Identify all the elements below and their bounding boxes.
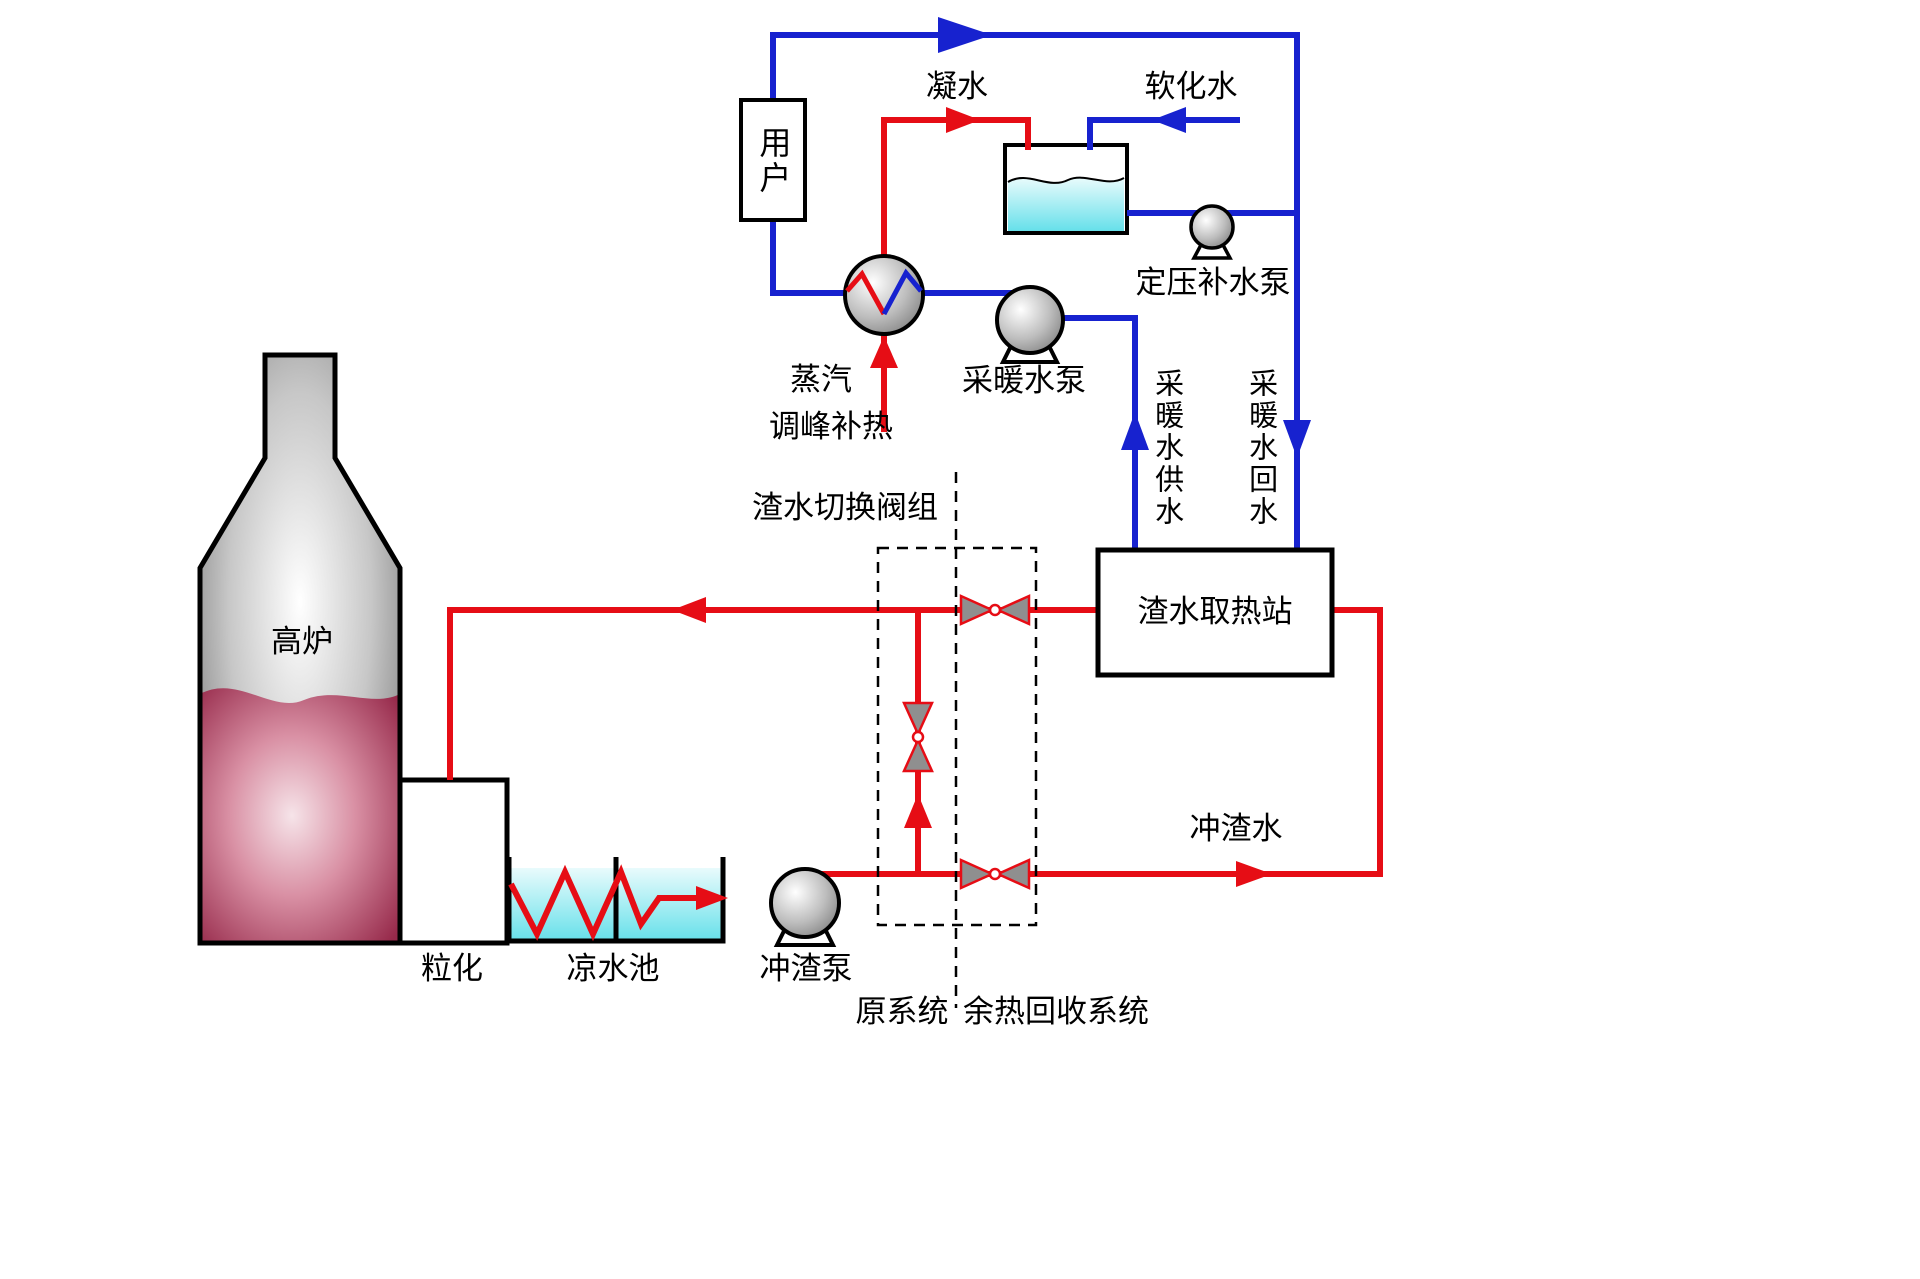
return-arrow-icon [1283,420,1311,458]
user-loop-arrow-icon [938,17,992,53]
tank-water [1008,177,1124,231]
valve-bypass-bottom [902,736,934,773]
label-heating-pump: 采暖水泵 [962,363,1086,400]
label-heating-supply: 采暖水供水 [1150,368,1185,528]
makeup-water-tank [1003,143,1129,235]
label-slag-flush-pump: 冲渣泵 [759,951,853,988]
valve-hot-return-stem [988,603,1002,617]
valve-bypass [902,701,934,773]
label-pressure-makeup-pump: 定压补水泵 [1135,265,1291,302]
label-user: 用户 [754,126,793,196]
softened-water-line [1087,117,1240,150]
pool-zigzag-line [508,864,698,942]
furnace-melt [200,688,400,943]
hot-flow-arrows [672,107,1272,910]
supply-arrow-icon [1121,412,1149,450]
steam-arrow-icon [870,336,898,368]
heat-exchanger-body [843,254,925,336]
valve-slag-water-stem [988,867,1002,881]
user-loop-line [770,32,1300,550]
label-valve-group: 渣水切换阀组 [752,490,938,527]
slag-pump-body [769,867,841,939]
bypass-arrow-icon [904,794,932,828]
softened-arrow-icon [1152,107,1186,133]
valve-hot-return-left [959,594,996,626]
slag-flush-pump [769,867,841,947]
heating-water-pump [995,285,1065,364]
user-box [739,98,807,222]
slag-water-line [805,607,1383,877]
label-granulation: 粒化 [421,951,483,988]
pool-arrow-icon [696,886,728,910]
hot-return-line [447,607,1098,780]
label-peak-heating: 调峰补热 [769,409,893,446]
valve-bypass-stem [911,730,925,744]
label-original-system: 原系统 [855,994,949,1031]
heating-supply-line [1040,315,1138,550]
label-heat-recovery-system: 余热回收系统 [963,994,1149,1031]
heat-station-box [1095,547,1335,678]
makeup-pump-body [1189,204,1235,250]
exchanger-coil-cold [881,268,923,316]
tank-water-surface [1007,176,1125,184]
valve-slag-water-right [994,858,1031,890]
slag-water-arrow-icon [1236,861,1272,887]
valve-slag-water [959,858,1031,890]
label-heating-return: 采暖水回水 [1244,368,1279,528]
label-softened-water: 软化水 [1144,69,1238,106]
valve-hot-return [959,594,1031,626]
granulation-box [397,777,510,946]
pressure-makeup-pump [1189,204,1235,260]
label-heat-station: 渣水取热站 [1137,594,1293,631]
hot-return-arrow-icon [672,597,706,623]
heating-pump-body [995,285,1065,355]
label-condensate: 凝水 [926,69,988,106]
cold-flow-arrows [938,17,1311,458]
valve-hot-return-right [994,594,1031,626]
label-steam: 蒸汽 [790,362,852,399]
heat-exchanger [843,254,925,336]
exchanger-coil-hot [845,269,887,316]
label-slag-flush-water: 冲渣水 [1189,811,1283,848]
label-blast-furnace: 高炉 [271,624,333,661]
valve-bypass-top [902,701,934,738]
valve-slag-water-left [959,858,996,890]
condensate-arrow-icon [946,107,980,133]
blast-furnace [197,352,403,946]
label-cooling-pool: 凉水池 [566,951,660,988]
